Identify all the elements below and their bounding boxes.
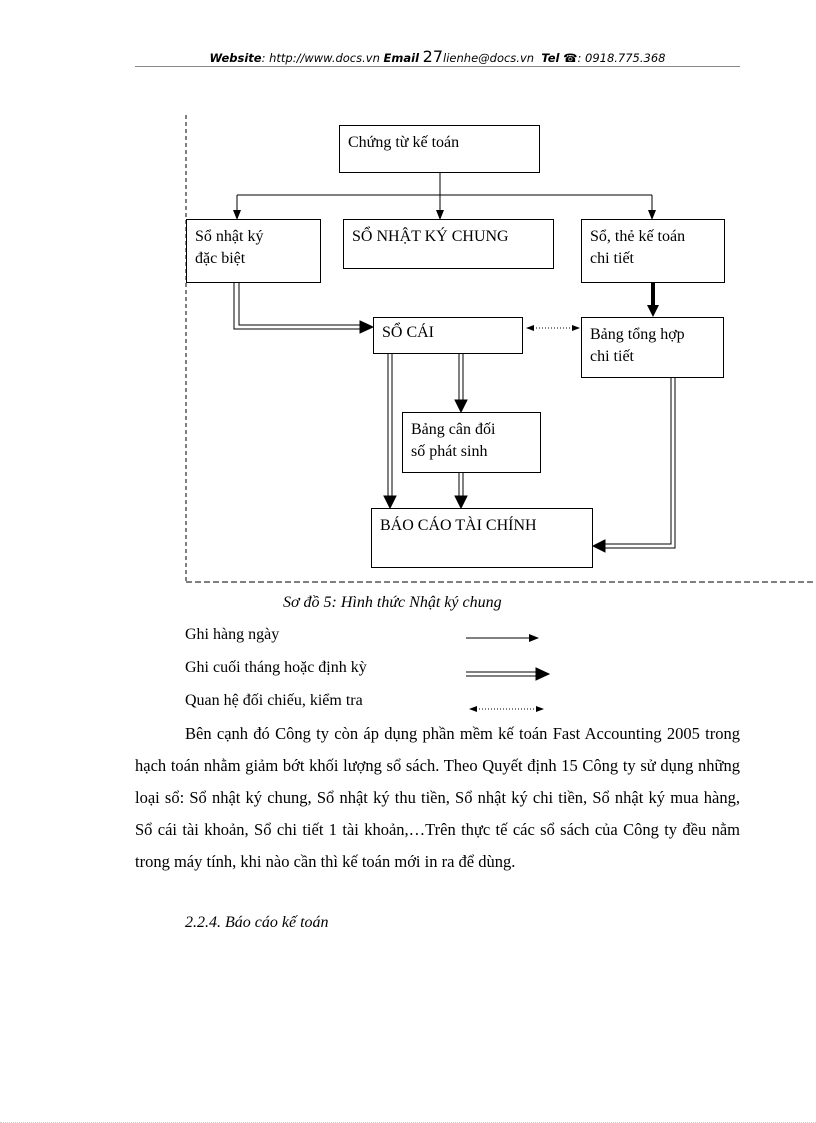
- double-arrow-socai-candoi: [454, 354, 468, 414]
- box-so-nhat-ky-dac-biet: Sổ nhật ký đặc biệt: [186, 219, 321, 283]
- box-bang-tong-hop: Bảng tổng hợp chi tiết: [581, 317, 724, 378]
- box-so-the-chi-tiet: Sổ, thẻ kế toán chi tiết: [581, 219, 725, 283]
- legend-crosscheck: Quan hệ đối chiếu, kiểm tra: [185, 692, 363, 709]
- double-arrow-chitiet-tonghop: [647, 283, 659, 317]
- box-so-nhat-ky-chung: SỔ NHẬT KÝ CHUNG: [343, 219, 554, 269]
- tel-value: : 0918.775.368: [577, 51, 666, 65]
- email-value: lienhe@docs.vn: [443, 51, 535, 65]
- header-rule: [135, 66, 740, 67]
- box-bang-can-doi: Bảng cân đối số phát sinh: [402, 412, 541, 473]
- tel-label: Tel: [541, 51, 560, 65]
- page-number: 27: [422, 47, 444, 66]
- legend-double-arrow: [466, 667, 551, 681]
- double-arrow-candoi-baocao: [454, 473, 468, 510]
- paragraph-text: Bên cạnh đó Công ty còn áp dụng phần mềm…: [135, 724, 740, 871]
- box-chung-tu: Chứng từ kế toán: [339, 125, 540, 173]
- website-value: : http://www.docs.vn: [261, 51, 380, 65]
- double-arrow-socai-baocao: [383, 354, 397, 510]
- double-arrow-tonghop-baocao: [591, 378, 676, 553]
- box-so-cai: SỔ CÁI: [373, 317, 523, 354]
- legend-daily: Ghi hàng ngày: [185, 626, 280, 643]
- double-arrow-dacbiet-socai: [233, 283, 375, 334]
- page-header: Website: http://www.docs.vn Email 27lien…: [135, 47, 740, 66]
- email-label: Email: [383, 51, 420, 65]
- phone-icon: ☎: [563, 51, 578, 65]
- box-bao-cao: BÁO CÁO TÀI CHÍNH: [371, 508, 593, 568]
- section-subheading: 2.2.4. Báo cáo kế toán: [185, 914, 329, 931]
- website-label: Website: [209, 51, 262, 65]
- legend-periodic: Ghi cuối tháng hoặc định kỳ: [185, 659, 367, 676]
- diagram-caption: Sơ đồ 5: Hình thức Nhật ký chung: [283, 594, 502, 611]
- body-paragraph: Bên cạnh đó Công ty còn áp dụng phần mềm…: [135, 718, 740, 878]
